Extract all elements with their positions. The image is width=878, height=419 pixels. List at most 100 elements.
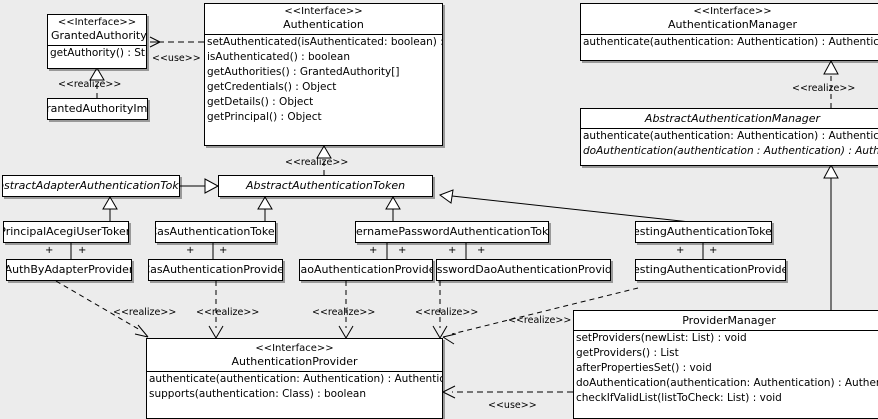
operation: doAuthentication(authentication : Authen… bbox=[583, 145, 878, 157]
operations-compartment: setAuthenticated(isAuthenticated: boolea… bbox=[205, 35, 442, 125]
assoc-marker-plus: + bbox=[709, 245, 718, 256]
operations-compartment: authenticate(authentication: Authenticat… bbox=[581, 129, 878, 159]
operation: doAuthentication(authentication: Authent… bbox=[576, 377, 878, 389]
class-cas-authentication-token[interactable]: CasAuthenticationToken bbox=[155, 221, 276, 243]
class-username-password-authentication-token[interactable]: UsernamePasswordAuthenticationToken bbox=[355, 221, 549, 243]
class-name: TestingAuthenticationProvider bbox=[635, 263, 786, 276]
class-divider bbox=[574, 330, 878, 331]
operation: supports(authentication: Class) : boolea… bbox=[149, 388, 366, 400]
class-header: ProviderManager bbox=[574, 311, 878, 330]
operation: getAuthority() : String bbox=[50, 47, 146, 59]
class-granted-authority[interactable]: <<Interface>> GrantedAuthority getAuthor… bbox=[47, 14, 147, 69]
edge-label-use-providermanager: <<use>> bbox=[488, 400, 537, 411]
operations-compartment: authenticate(authentication: Authenticat… bbox=[581, 35, 878, 50]
operation: checkIfValidList(listToCheck: List) : vo… bbox=[576, 392, 782, 404]
operation: isAuthenticated() : boolean bbox=[207, 51, 350, 63]
class-header: <<Interface>> GrantedAuthority bbox=[48, 15, 146, 45]
operation: authenticate(authentication: Authenticat… bbox=[583, 130, 878, 142]
edge-label-realize-testingauthenticationprovider: <<realize>> bbox=[508, 315, 572, 326]
stereotype-label: <<Interface>> bbox=[255, 343, 334, 354]
assoc-marker-plus: + bbox=[398, 245, 407, 256]
operation: afterPropertiesSet() : void bbox=[576, 362, 712, 374]
assoc-marker-plus: + bbox=[448, 245, 457, 256]
edge-label-realize-casauthenticationprovider: <<realize>> bbox=[196, 307, 260, 318]
class-name: ProviderManager bbox=[682, 314, 776, 327]
class-name: AuthByAdapterProvider bbox=[6, 263, 132, 276]
edge-abstractadaptertoken-extends-abstractauthenticationtoken bbox=[180, 178, 220, 194]
class-authentication-provider[interactable]: <<Interface>> AuthenticationProvider aut… bbox=[146, 338, 443, 419]
edge-label-realize-abstractauthenticationtoken: <<realize>> bbox=[285, 157, 349, 168]
class-abstract-authentication-token[interactable]: AbstractAuthenticationToken bbox=[218, 175, 433, 197]
class-password-dao-authentication-provider[interactable]: PasswordDaoAuthenticationProvider bbox=[436, 259, 611, 281]
assoc-marker-plus: + bbox=[676, 245, 685, 256]
edge-testingauthenticationtoken-extends-abstractauthenticationtoken bbox=[438, 189, 691, 223]
assoc-marker-plus: + bbox=[78, 245, 87, 256]
edge-providermanager-extends-abstractauthenticationmanager bbox=[823, 163, 839, 310]
class-name: Authentication bbox=[283, 18, 364, 31]
class-name: AbstractAuthenticationToken bbox=[245, 179, 406, 192]
class-name: AuthenticationProvider bbox=[231, 355, 358, 368]
stereotype-label: <<Interface>> bbox=[284, 6, 363, 17]
class-header: <<Interface>> AuthenticationManager bbox=[581, 4, 878, 34]
class-name: GrantedAuthorityImpl bbox=[48, 102, 148, 115]
edge-authentication-uses-grantedauthority bbox=[149, 36, 204, 48]
class-divider bbox=[147, 371, 442, 372]
operation: authenticate(authentication: Authenticat… bbox=[149, 373, 443, 385]
assoc-marker-plus: + bbox=[186, 245, 195, 256]
class-testing-authentication-provider[interactable]: TestingAuthenticationProvider bbox=[635, 259, 786, 281]
operation: setAuthenticated(isAuthenticated: boolea… bbox=[207, 36, 442, 48]
edge-usernamepasswordtoken-extends-abstractauthenticationtoken bbox=[385, 196, 401, 221]
edge-casauthenticationtoken-extends-abstractauthenticationtoken bbox=[257, 196, 273, 221]
class-abstract-authentication-manager[interactable]: AbstractAuthenticationManager authentica… bbox=[580, 108, 878, 166]
class-name: GrantedAuthority bbox=[51, 29, 147, 42]
operations-compartment: setProviders(newList: List) : void getPr… bbox=[574, 331, 878, 406]
class-name: DaoAuthenticationProvider bbox=[299, 263, 433, 276]
operation: authenticate(authentication: Authenticat… bbox=[583, 36, 878, 48]
operation: setProviders(newList: List) : void bbox=[576, 332, 747, 344]
class-divider bbox=[581, 34, 878, 35]
stereotype-label: <<Interface>> bbox=[57, 17, 137, 28]
class-cas-authentication-provider[interactable]: CasAuthenticationProvider bbox=[148, 259, 283, 281]
assoc-marker-plus: + bbox=[477, 245, 486, 256]
edge-providermanager-uses-authenticationprovider bbox=[442, 385, 573, 399]
class-name: CasAuthenticationProvider bbox=[148, 263, 283, 276]
edge-label-realize-authbyadapterprovider: <<realize>> bbox=[113, 307, 177, 318]
edge-label-use-authentication-grantedauthority: <<use>> bbox=[152, 53, 201, 64]
class-auth-by-adapter-provider[interactable]: AuthByAdapterProvider bbox=[6, 259, 132, 281]
class-name: AbstractAdapterAuthenticationToken bbox=[3, 179, 179, 192]
edge-label-realize-abstractauthenticationmanager: <<realize>> bbox=[792, 83, 856, 94]
edge-label-realize-grantedauthorityimpl: <<realize>> bbox=[58, 79, 122, 90]
operations-compartment: getAuthority() : String bbox=[48, 46, 146, 61]
operation: getPrincipal() : Object bbox=[207, 111, 322, 123]
class-abstract-adapter-authentication-token[interactable]: AbstractAdapterAuthenticationToken bbox=[2, 175, 180, 197]
operation: getAuthorities() : GrantedAuthority[] bbox=[207, 66, 400, 78]
class-name: PasswordDaoAuthenticationProvider bbox=[436, 263, 610, 276]
class-divider bbox=[205, 34, 442, 35]
class-authentication-manager[interactable]: <<Interface>> AuthenticationManager auth… bbox=[580, 3, 878, 61]
operation: getDetails() : Object bbox=[207, 96, 314, 108]
class-name: PrincipalAcegiUserToken bbox=[3, 225, 129, 238]
class-granted-authority-impl[interactable]: GrantedAuthorityImpl bbox=[47, 98, 148, 120]
edge-principalacegiusertoken-extends-abstractadaptertoken bbox=[102, 196, 118, 221]
class-principal-acegi-user-token[interactable]: PrincipalAcegiUserToken bbox=[3, 221, 129, 243]
edge-label-realize-passworddaoauthenticationprovider: <<realize>> bbox=[415, 307, 479, 318]
edge-label-realize-daoauthenticationprovider: <<realize>> bbox=[312, 307, 376, 318]
class-name: AbstractAuthenticationManager bbox=[644, 112, 821, 125]
assoc-marker-plus: + bbox=[369, 245, 378, 256]
class-provider-manager[interactable]: ProviderManager setProviders(newList: Li… bbox=[573, 310, 878, 419]
class-divider bbox=[581, 128, 878, 129]
class-dao-authentication-provider[interactable]: DaoAuthenticationProvider bbox=[299, 259, 433, 281]
class-testing-authentication-token[interactable]: TestingAuthenticationToken bbox=[635, 221, 772, 243]
assoc-marker-plus: + bbox=[219, 245, 228, 256]
class-name: UsernamePasswordAuthenticationToken bbox=[356, 225, 549, 238]
assoc-marker-plus: + bbox=[45, 245, 54, 256]
operation: getCredentials() : Object bbox=[207, 81, 337, 93]
class-header: <<Interface>> Authentication bbox=[205, 4, 442, 34]
operation: getProviders() : List bbox=[576, 347, 679, 359]
class-header: AbstractAuthenticationManager bbox=[581, 109, 878, 128]
class-authentication[interactable]: <<Interface>> Authentication setAuthenti… bbox=[204, 3, 443, 146]
class-divider bbox=[48, 45, 146, 46]
class-name: TestingAuthenticationToken bbox=[635, 225, 772, 238]
class-header: <<Interface>> AuthenticationProvider bbox=[147, 339, 442, 371]
